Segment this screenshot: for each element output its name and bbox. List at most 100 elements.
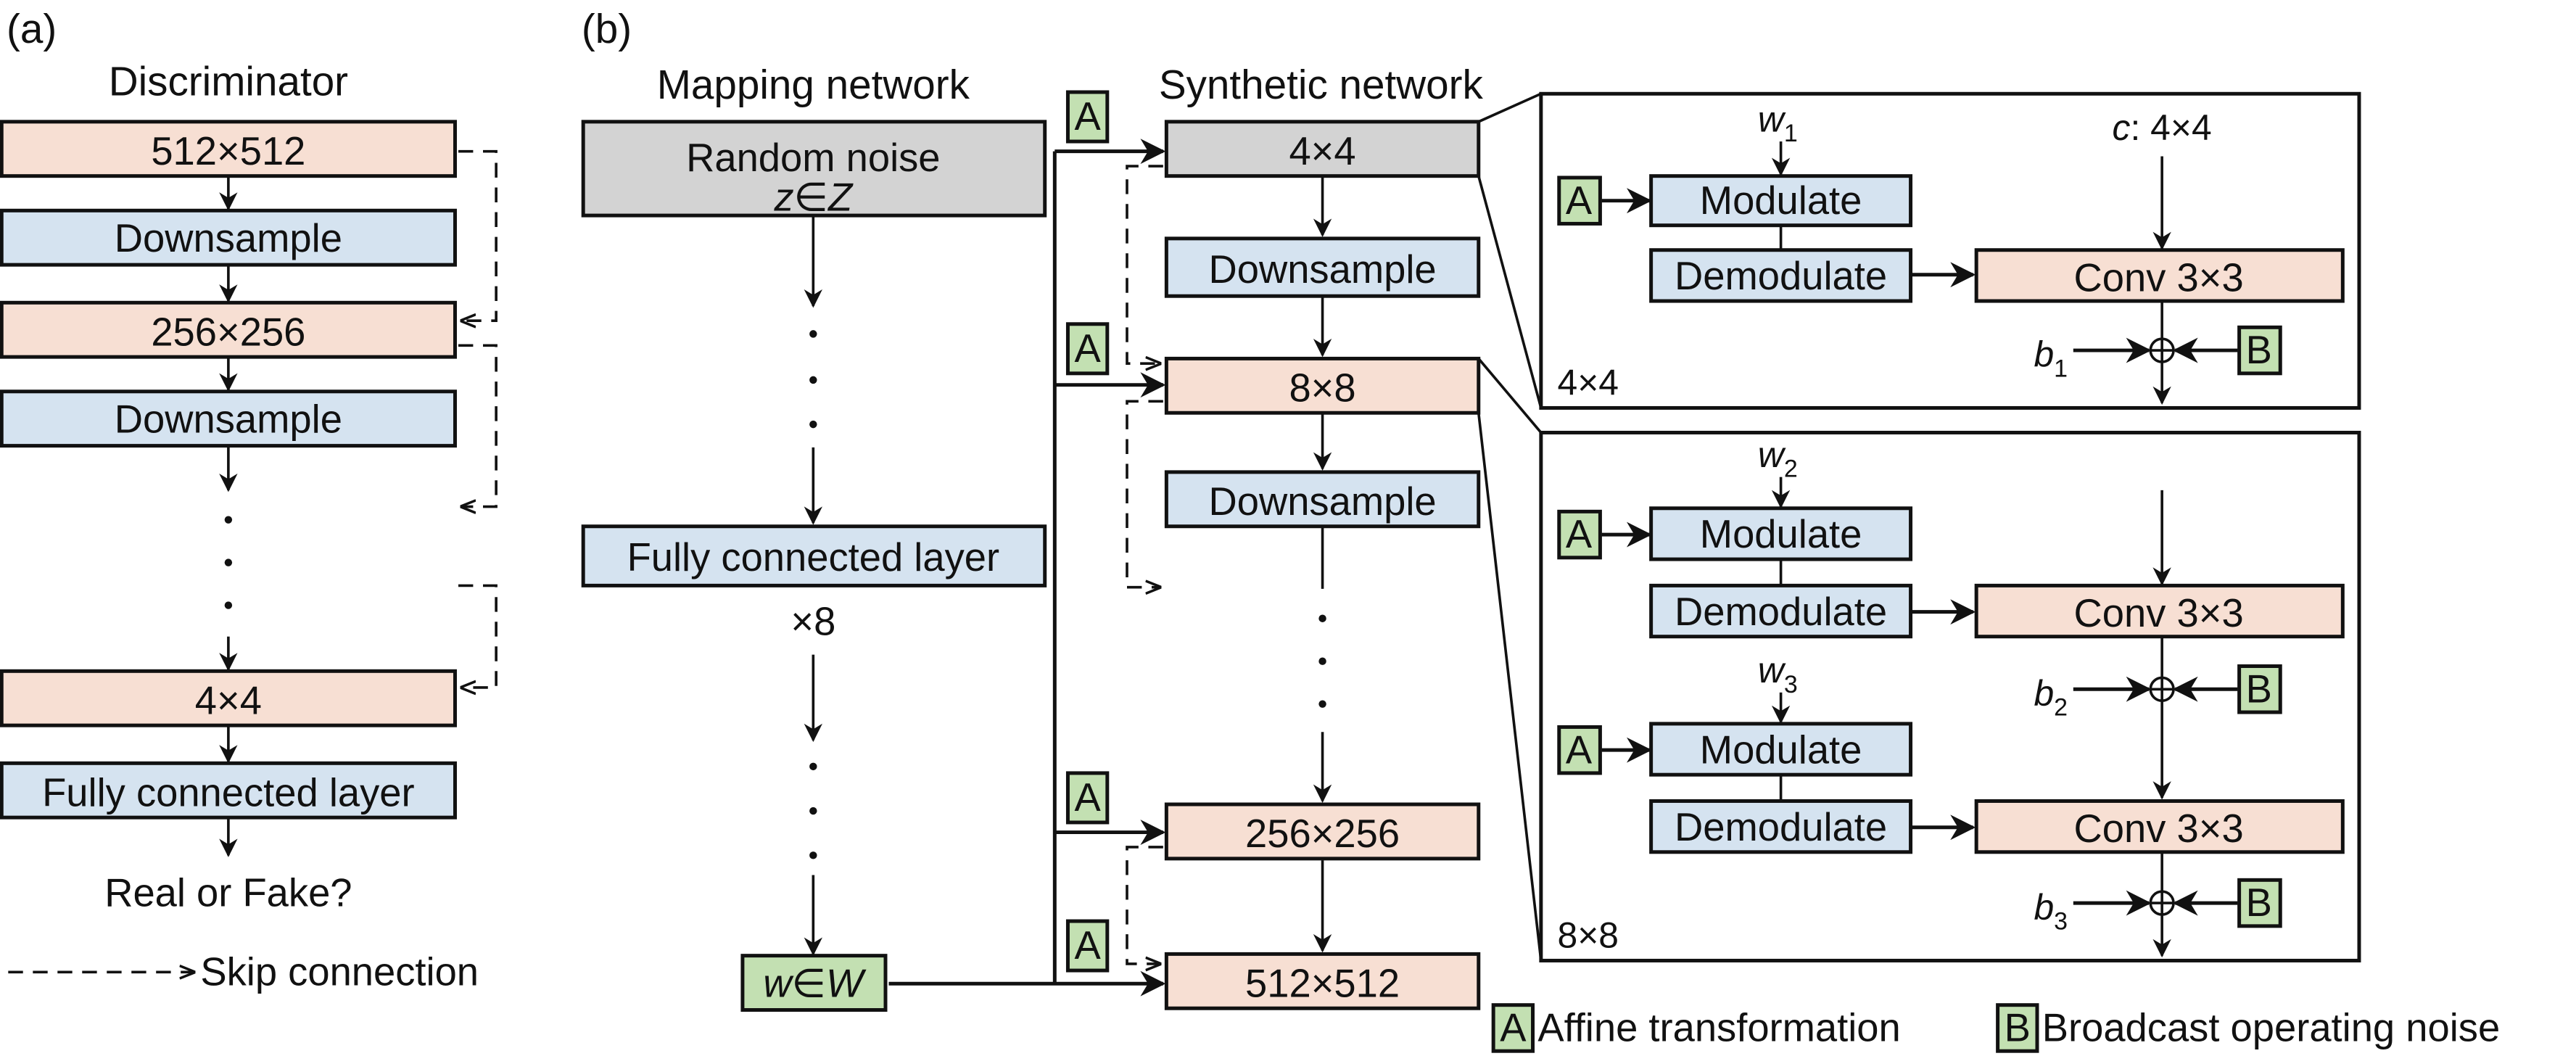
svg-text:A: A — [1075, 94, 1102, 139]
panel-b-label: (b) — [582, 7, 632, 52]
svg-text:Modulate: Modulate — [1700, 178, 1862, 223]
synth-block-downsample-2: Downsample — [1164, 470, 1481, 529]
ellipsis-dots — [224, 516, 233, 609]
svg-text:Downsample: Downsample — [1209, 247, 1437, 292]
detail-4x4-label: 4×4 — [1558, 362, 1619, 403]
svg-text:256×256: 256×256 — [151, 310, 305, 354]
svg-text:A: A — [1075, 326, 1102, 371]
svg-text:w∈W: w∈W — [763, 961, 867, 1005]
detail-8x8-panel: 8×8 w2 A Modulate Demodulate Conv — [1539, 430, 2361, 962]
conv-box: Conv 3×3 — [1974, 799, 2345, 854]
panel-a-label: (a) — [7, 7, 57, 52]
noise-badge: B — [2237, 325, 2282, 376]
synth-block-downsample-1: Downsample — [1164, 236, 1481, 298]
detail-4x4-panel: 4×4 w1 A Modulate Demodulate c: 4×4 — [1539, 91, 2361, 410]
affine-badge: A — [1557, 725, 1602, 775]
synth-block-4x4: 4×4 — [1164, 120, 1481, 178]
disc-block-downsample-2: Downsample — [0, 389, 457, 448]
svg-text:A: A — [1075, 775, 1102, 820]
modulate-box: Modulate — [1649, 174, 1913, 228]
svg-text:8×8: 8×8 — [1289, 366, 1355, 410]
const-input-label: c: 4×4 — [2113, 107, 2212, 148]
synth-skip-1 — [1126, 165, 1163, 363]
disc-block-4x4: 4×4 — [0, 669, 457, 727]
affine-badge: A — [1557, 509, 1602, 560]
ellipsis-dots — [809, 330, 817, 429]
mapping-network-title: Mapping network — [657, 62, 970, 108]
svg-text:Fully connected layer: Fully connected layer — [42, 770, 415, 814]
affine-badge: A — [1557, 176, 1602, 226]
b1-label: b1 — [2034, 334, 2068, 383]
fc-repeat-count: ×8 — [790, 599, 835, 643]
svg-text:A: A — [1566, 178, 1593, 223]
synth-block-8x8: 8×8 — [1164, 356, 1481, 415]
mapping-fc-box: Fully connected layer — [581, 524, 1047, 587]
svg-text:B: B — [2005, 1006, 2031, 1050]
zoom-line — [1477, 413, 1543, 961]
detail-8x8-label: 8×8 — [1558, 915, 1619, 955]
b3-label: b3 — [2034, 887, 2068, 936]
svg-text:B: B — [2246, 880, 2272, 925]
affine-badge: A — [1065, 322, 1110, 376]
skip-connection-3 — [458, 584, 498, 688]
svg-text:A: A — [1075, 923, 1102, 968]
svg-text:Conv 3×3: Conv 3×3 — [2074, 807, 2244, 851]
noise-badge: B — [2237, 878, 2282, 928]
panel-b-generator: (b) Mapping network Random noise z∈Z Ful… — [581, 7, 2500, 1053]
svg-text:512×512: 512×512 — [151, 129, 305, 173]
zoom-line — [1478, 92, 1542, 123]
conv-box: Conv 3×3 — [1974, 583, 2345, 639]
synth-skip-3 — [1126, 846, 1163, 964]
svg-text:4×4: 4×4 — [1289, 129, 1355, 173]
conv-box: Conv 3×3 — [1974, 248, 2345, 303]
random-noise-box: Random noise z∈Z — [581, 120, 1047, 219]
svg-text:256×256: 256×256 — [1245, 812, 1400, 856]
skip-legend-label: Skip connection — [200, 949, 479, 994]
latent-w-box: w∈W — [740, 954, 888, 1012]
b2-label: b2 — [2034, 673, 2068, 722]
noise-badge: B — [2237, 664, 2282, 714]
legend-affine: A Affine transformation — [1491, 1003, 1901, 1053]
ellipsis-dots — [809, 762, 817, 859]
svg-text:Demodulate: Demodulate — [1675, 590, 1887, 634]
disc-block-downsample-1: Downsample — [0, 208, 457, 267]
w2-label: w2 — [1758, 434, 1798, 483]
synth-skip-2 — [1126, 400, 1163, 587]
svg-text:Downsample: Downsample — [115, 216, 342, 260]
discriminator-title: Discriminator — [109, 59, 348, 105]
affine-badge: A — [1065, 90, 1110, 144]
synth-block-512: 512×512 — [1164, 952, 1481, 1010]
svg-text:B: B — [2246, 328, 2272, 372]
svg-text:Broadcast operating noise: Broadcast operating noise — [2042, 1006, 2500, 1050]
affine-badge: A — [1065, 771, 1110, 825]
svg-text:Downsample: Downsample — [115, 397, 342, 441]
ellipsis-dots — [1318, 614, 1326, 708]
svg-text:Fully connected layer: Fully connected layer — [627, 535, 1000, 579]
svg-text:Demodulate: Demodulate — [1675, 254, 1887, 298]
svg-text:A: A — [1500, 1006, 1527, 1050]
w1-label: w1 — [1758, 99, 1798, 147]
svg-text:Random noise: Random noise — [686, 136, 940, 180]
svg-text:Conv 3×3: Conv 3×3 — [2074, 591, 2244, 635]
skip-connection-1 — [458, 149, 498, 321]
svg-text:A: A — [1566, 512, 1593, 556]
svg-text:4×4: 4×4 — [195, 678, 262, 722]
svg-text:Affine transformation: Affine transformation — [1537, 1006, 1900, 1050]
demodulate-box: Demodulate — [1649, 248, 1913, 303]
demodulate-box: Demodulate — [1649, 799, 1913, 854]
svg-text:Demodulate: Demodulate — [1675, 805, 1887, 849]
svg-text:B: B — [2246, 667, 2272, 711]
svg-text:z∈Z: z∈Z — [773, 175, 853, 219]
synthetic-network-title: Synthetic network — [1159, 62, 1484, 108]
svg-text:Downsample: Downsample — [1209, 479, 1437, 524]
svg-text:512×512: 512×512 — [1245, 961, 1400, 1005]
svg-text:A: A — [1566, 727, 1593, 772]
zoom-line — [1477, 358, 1543, 434]
panel-a-discriminator: (a) Discriminator 512×512 Downsample 256… — [0, 7, 498, 994]
disc-block-fc: Fully connected layer — [0, 761, 457, 820]
svg-text:Conv 3×3: Conv 3×3 — [2074, 255, 2244, 300]
demodulate-box: Demodulate — [1649, 583, 1913, 639]
legend-noise: B Broadcast operating noise — [1996, 1003, 2500, 1053]
synth-block-256: 256×256 — [1164, 802, 1481, 861]
